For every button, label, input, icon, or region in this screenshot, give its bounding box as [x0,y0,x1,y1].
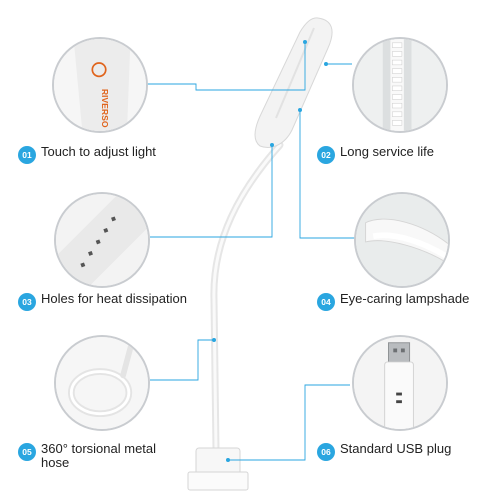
feature-label: Standard USB plug [340,441,452,456]
feature-label-line1: 360° torsional metal [41,441,157,456]
feature-number-badge: 01 [18,146,36,164]
connector-03 [150,145,273,238]
heat-holes-closeup [54,192,150,288]
feature-label: Eye-caring lampshade [340,291,470,306]
feature-01: 01 Touch to adjust light [18,145,156,164]
feature-label: 360° torsional metal hose [41,442,156,470]
feature-number-badge: 02 [317,146,335,164]
connector-04 [299,110,356,239]
feature-label: Long service life [340,144,434,159]
connector-01 [118,42,306,91]
hose-closeup [54,335,150,431]
usb-plug-closeup [352,335,448,431]
feature-label-line2: hose [41,455,70,470]
feature-number-badge: 06 [317,443,335,461]
feature-number-badge: 05 [18,443,36,461]
connector-05 [150,339,214,381]
feature-number-badge: 03 [18,293,36,311]
feature-05: 05 360° torsional metal hose [18,442,156,470]
touch-control-closeup: RIVERSO [52,37,148,133]
lampshade-closeup [354,192,450,288]
feature-label: Touch to adjust light [41,144,156,159]
feature-04: 04 Eye-caring lampshade [317,292,469,311]
feature-03: 03 Holes for heat dissipation [18,292,187,311]
feature-label: Holes for heat dissipation [41,291,187,306]
feature-06: 06 Standard USB plug [317,442,451,461]
connector-06 [228,384,350,461]
feature-number-badge: 04 [317,293,335,311]
brand-logo: RIVERSO [100,89,110,128]
feature-02: 02 Long service life [317,145,434,164]
led-strip-closeup [352,37,448,133]
